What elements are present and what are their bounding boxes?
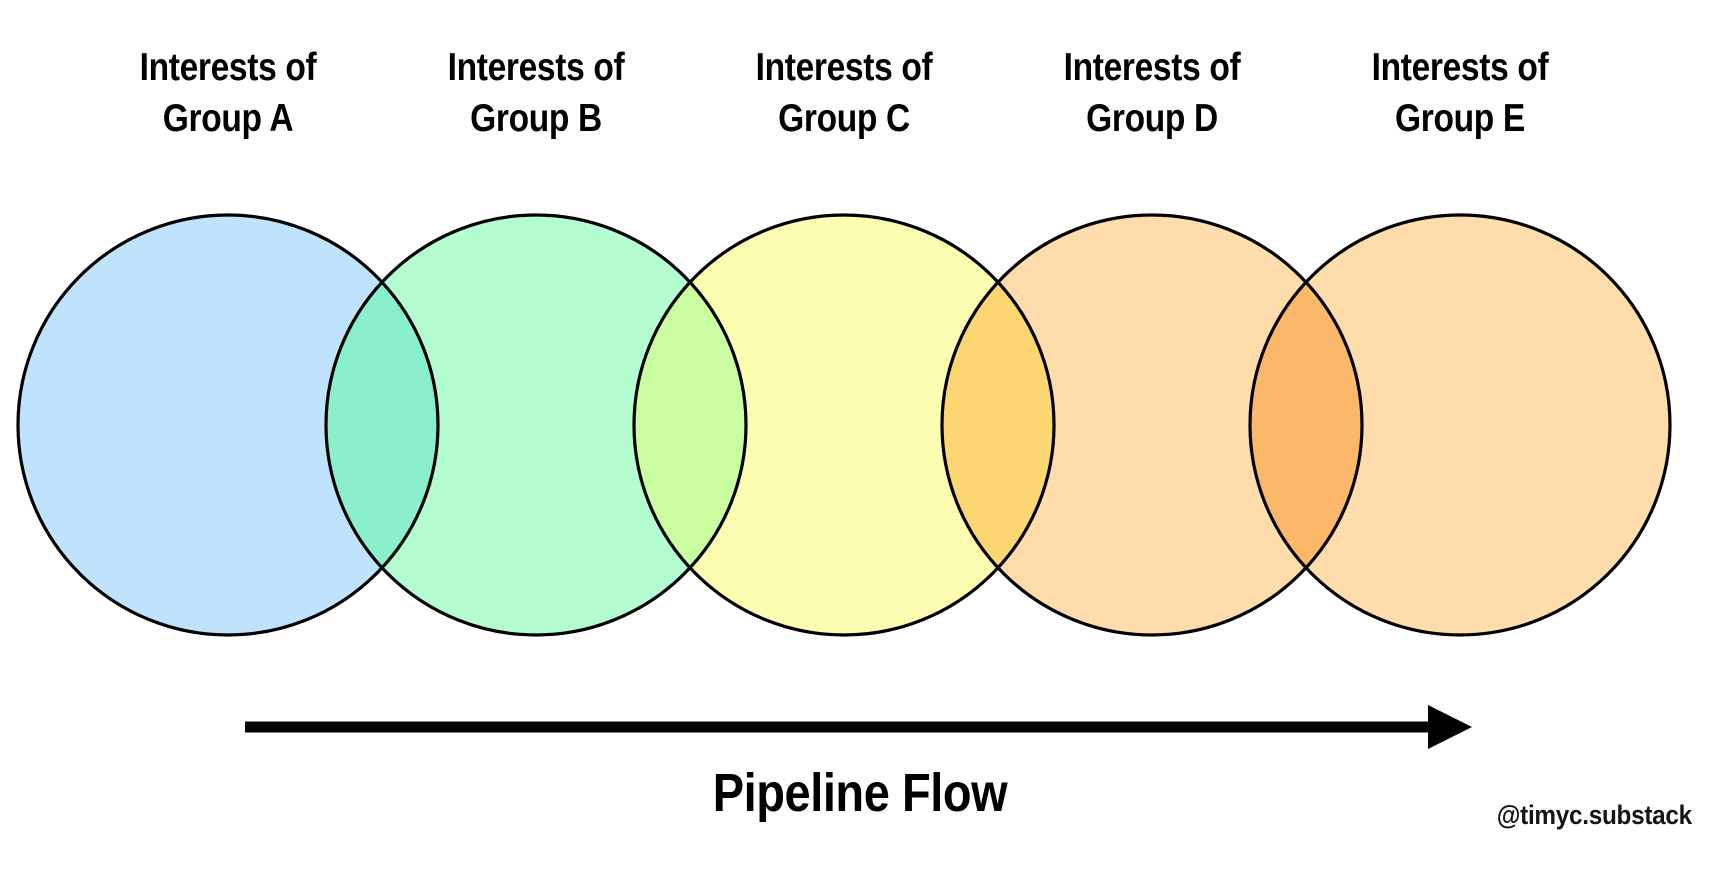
venn-base-fills — [18, 215, 1670, 635]
watermark-handle: @timyc.substack — [1496, 800, 1692, 830]
pipeline-flow-caption: Pipeline Flow — [712, 763, 1008, 823]
group-label-c: Interests of Group C — [755, 46, 933, 141]
venn-circle-d-fill — [942, 215, 1362, 635]
venn-circle-b-outline — [324, 213, 748, 637]
group-label-b: Interests of Group B — [447, 46, 625, 141]
venn-circle-a-fill — [18, 215, 438, 635]
group-label-a: Interests of Group A — [139, 46, 317, 141]
venn-circle-d-outline — [940, 213, 1364, 637]
group-labels-row: Interests of Group A Interests of Group … — [0, 42, 1720, 172]
venn-circle-c-fill — [634, 215, 1054, 635]
venn-circle-b-fill — [326, 215, 746, 635]
venn-circle-e-outline — [1248, 213, 1672, 637]
group-label-e: Interests of Group E — [1371, 46, 1549, 141]
venn-circle-a-outline — [16, 213, 440, 637]
venn-outlines — [16, 213, 1672, 637]
group-label-d: Interests of Group D — [1063, 46, 1241, 141]
venn-circle-e-fill — [1250, 215, 1670, 635]
venn-circle-c-outline — [632, 213, 1056, 637]
